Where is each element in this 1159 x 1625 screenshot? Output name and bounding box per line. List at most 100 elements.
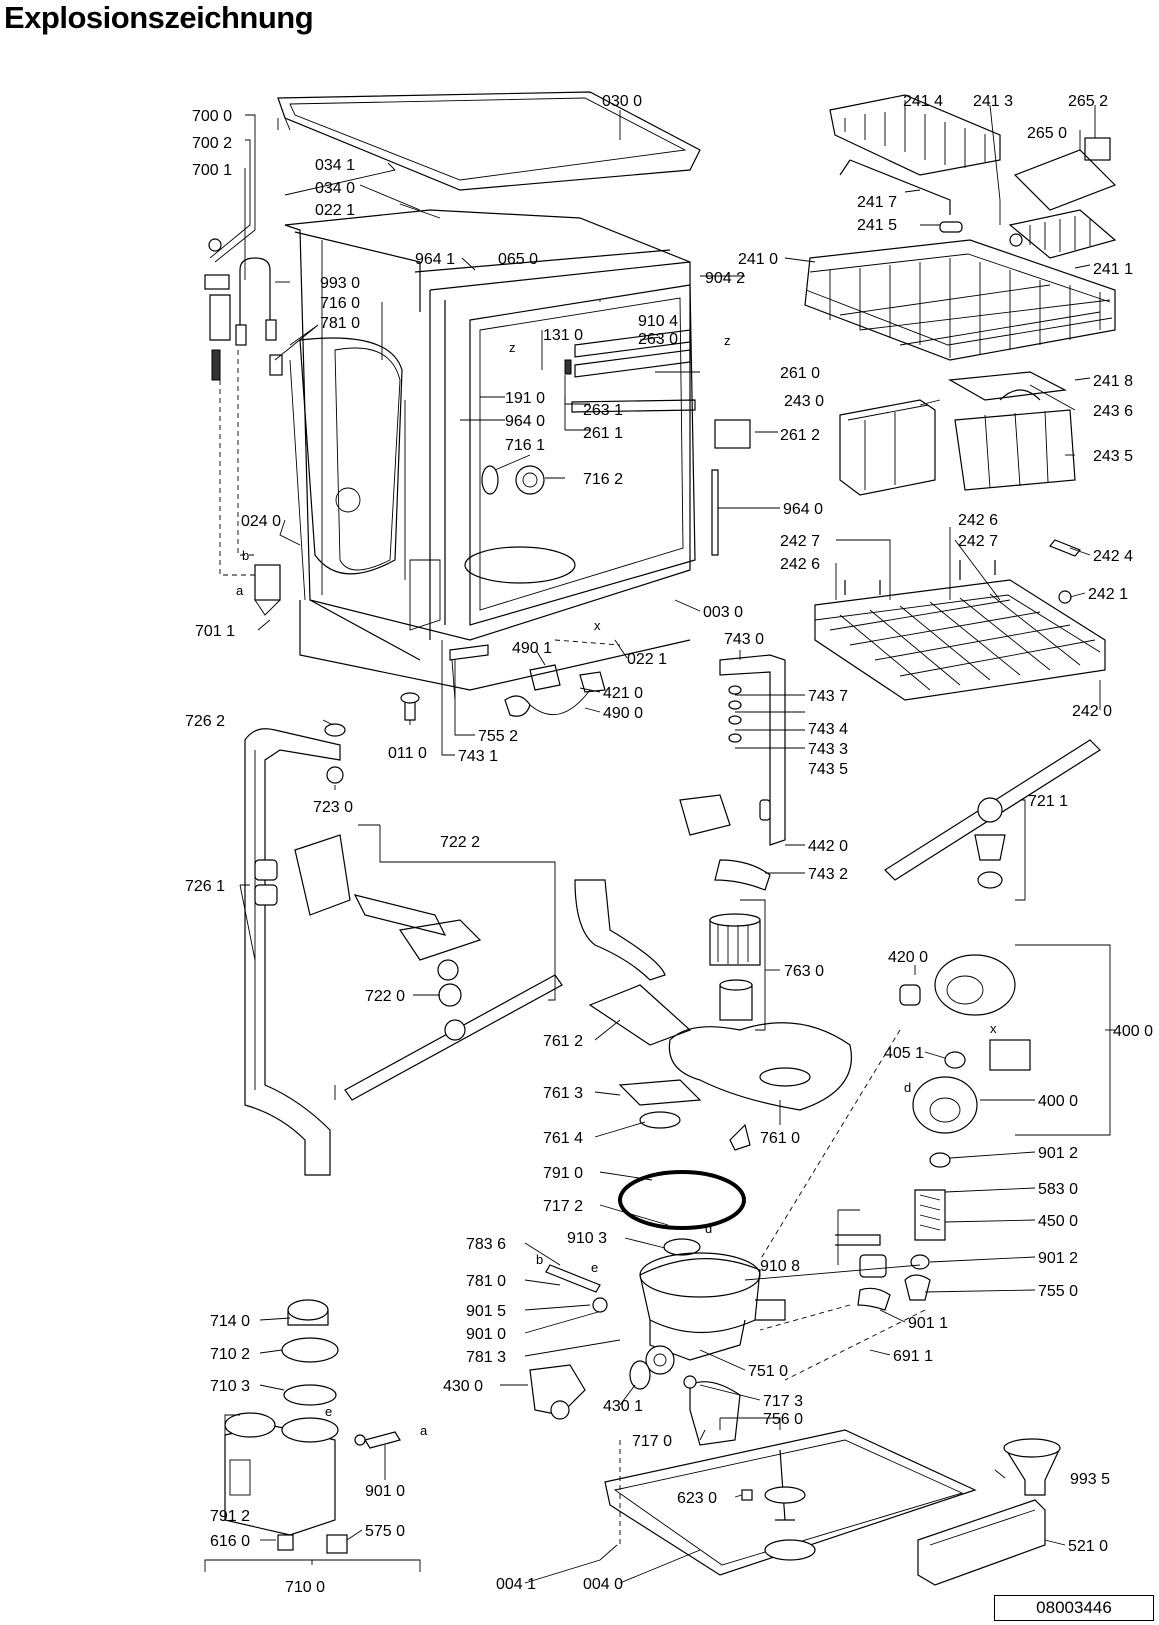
callout-242-7-b: 242 7: [958, 533, 998, 550]
callout-442-0: 442 0: [808, 838, 848, 855]
callout-901-2-a: 901 2: [1038, 1145, 1078, 1162]
callout-241-0: 241 0: [738, 251, 778, 268]
callout-583-0: 583 0: [1038, 1181, 1078, 1198]
callout-964-0-right: 964 0: [783, 501, 823, 518]
callout-743-4: 743 4: [808, 721, 848, 738]
callout-910-4: 910 4: [638, 313, 678, 330]
callout-755-0: 755 0: [1038, 1283, 1078, 1300]
callout-716-0: 716 0: [320, 295, 360, 312]
callout-034-0: 034 0: [315, 180, 355, 197]
callout-722-0: 722 0: [365, 988, 405, 1005]
callout-242-1: 242 1: [1088, 586, 1128, 603]
callout-022-1-mid: 022 1: [627, 651, 667, 668]
filter-part: [709, 913, 761, 1021]
callout-901-1: 901 1: [908, 1315, 948, 1332]
callout-421-0: 421 0: [603, 685, 643, 702]
gasket-part: [618, 1170, 746, 1256]
marker-x-1: x: [594, 618, 601, 633]
callout-710-2: 710 2: [210, 1346, 250, 1363]
marker-e-2: e: [325, 1404, 332, 1419]
callout-781-0: 781 0: [466, 1273, 506, 1290]
callout-261-1: 261 1: [583, 425, 623, 442]
callout-964-1-top: 964 1: [415, 251, 455, 268]
callout-034-1: 034 1: [315, 157, 355, 174]
callout-575-0: 575 0: [365, 1523, 405, 1540]
callout-743-5: 743 5: [808, 761, 848, 778]
callout-241-1: 241 1: [1093, 261, 1133, 278]
callout-717-0: 717 0: [632, 1433, 672, 1450]
marker-b-2: b: [536, 1252, 543, 1267]
worktop-part: [277, 91, 701, 191]
marker-z-1: z: [509, 340, 516, 355]
callout-901-5: 901 5: [466, 1303, 506, 1320]
callout-791-0: 791 0: [543, 1165, 583, 1182]
callout-243-0: 243 0: [784, 393, 824, 410]
callout-243-6: 243 6: [1093, 403, 1133, 420]
callout-721-1: 721 1: [1028, 793, 1068, 810]
circulation-pump-part: [899, 954, 1031, 1168]
callout-763-0: 763 0: [784, 963, 824, 980]
callout-131-0: 131 0: [543, 327, 583, 344]
marker-d-1: d: [705, 1221, 712, 1236]
callout-191-0: 191 0: [505, 390, 545, 407]
callout-003-0: 003 0: [703, 604, 743, 621]
drain-pump-part: [529, 1360, 741, 1446]
callout-716-1: 716 1: [505, 437, 545, 454]
callout-490-1: 490 1: [512, 640, 552, 657]
callout-242-6-a: 242 6: [958, 512, 998, 529]
callout-261-0: 261 0: [780, 365, 820, 382]
lower-basket-part: [814, 539, 1106, 701]
callout-993-5: 993 5: [1070, 1471, 1110, 1488]
cup-rack-part: [829, 94, 1001, 215]
callout-910-3: 910 3: [567, 1230, 607, 1247]
sump-part: [545, 1252, 786, 1375]
cabinet-frame-part: [284, 209, 696, 691]
callout-241-8: 241 8: [1093, 373, 1133, 390]
callout-700-2: 700 2: [192, 135, 232, 152]
callout-722-2: 722 2: [440, 834, 480, 851]
callout-751-0: 751 0: [748, 1363, 788, 1380]
callout-910-8: 910 8: [760, 1258, 800, 1275]
callout-430-1: 430 1: [603, 1398, 643, 1415]
callout-761-3: 761 3: [543, 1085, 583, 1102]
reference-markers: z z x x b a b e a e d d: [236, 333, 997, 1438]
callout-400-0-bracket: 400 0: [1113, 1023, 1153, 1040]
callout-714-0: 714 0: [210, 1313, 250, 1330]
callout-710-3: 710 3: [210, 1378, 250, 1395]
callout-743-0: 743 0: [724, 631, 764, 648]
callout-243-5: 243 5: [1093, 448, 1133, 465]
callout-242-0: 242 0: [1072, 703, 1112, 720]
callout-420-0: 420 0: [888, 949, 928, 966]
callout-761-4: 761 4: [543, 1130, 583, 1147]
callout-761-2: 761 2: [543, 1033, 583, 1050]
drawing-number-box: 08003446: [994, 1595, 1154, 1621]
insulation-part: [289, 359, 441, 631]
callout-241-5: 241 5: [857, 217, 897, 234]
upper-spray-arm-part: [884, 739, 1101, 889]
callout-004-1: 004 1: [496, 1576, 536, 1593]
callout-241-3: 241 3: [973, 93, 1013, 110]
page-title: Explosionszeichnung: [4, 0, 314, 35]
callout-723-0: 723 0: [313, 799, 353, 816]
callout-717-3: 717 3: [763, 1393, 803, 1410]
callout-783-6: 783 6: [466, 1236, 506, 1253]
marker-d-2: d: [904, 1080, 911, 1095]
callout-717-2: 717 2: [543, 1198, 583, 1215]
riser-pipe-part: [574, 879, 852, 1151]
base-plate-part: [604, 1429, 1061, 1586]
callout-901-0-low: 901 0: [365, 1483, 405, 1500]
callout-030-0: 030 0: [602, 93, 642, 110]
callout-700-1: 700 1: [192, 162, 232, 179]
callout-261-2: 261 2: [780, 427, 820, 444]
callout-743-2: 743 2: [808, 866, 848, 883]
marker-a-2: a: [420, 1423, 428, 1438]
callout-726-2: 726 2: [185, 713, 225, 730]
callout-263-1: 263 1: [583, 402, 623, 419]
callout-521-0: 521 0: [1068, 1538, 1108, 1555]
callout-022-1-top: 022 1: [315, 202, 355, 219]
callout-743-1: 743 1: [458, 748, 498, 765]
callout-616-0: 616 0: [210, 1533, 250, 1550]
marker-x-2: x: [990, 1021, 997, 1036]
callout-726-1: 726 1: [185, 878, 225, 895]
